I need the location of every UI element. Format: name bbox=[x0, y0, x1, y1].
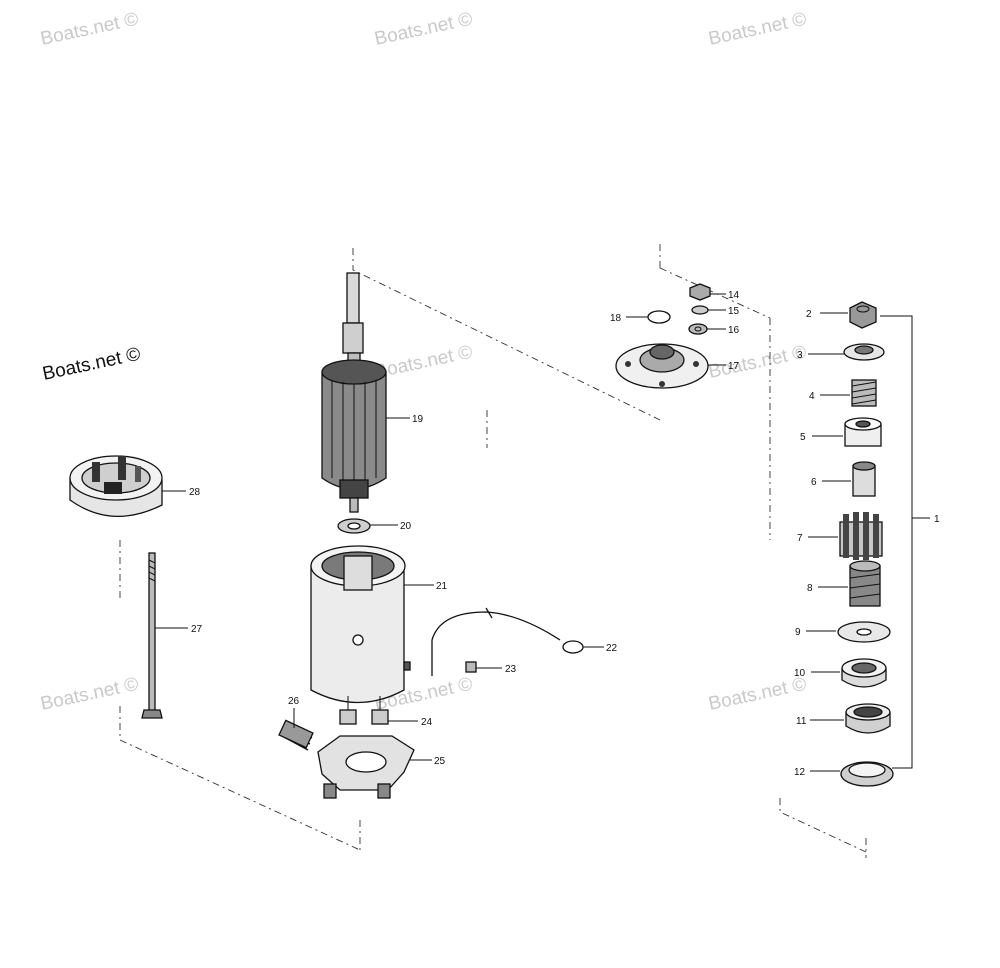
callout-17: 17 bbox=[728, 361, 740, 372]
part-16-washer bbox=[688, 323, 708, 335]
callout-15: 15 bbox=[728, 306, 740, 317]
part-5-collar bbox=[844, 417, 882, 447]
part-2-nut bbox=[849, 301, 877, 329]
part-17-end-plate bbox=[615, 343, 709, 389]
part-14-nut bbox=[689, 283, 711, 301]
callout-1: 1 bbox=[934, 514, 940, 525]
callout-19: 19 bbox=[412, 414, 424, 425]
part-23-nut bbox=[465, 661, 477, 673]
callout-21: 21 bbox=[436, 581, 448, 592]
part-26-brush-spring bbox=[278, 719, 314, 751]
callout-5: 5 bbox=[800, 432, 806, 443]
part-22-ground-cable bbox=[431, 607, 584, 676]
part-10-cup bbox=[841, 658, 887, 688]
callout-22: 22 bbox=[606, 643, 618, 654]
watermark: Boats.net © bbox=[707, 342, 809, 383]
part-21-frame-housing bbox=[310, 545, 411, 704]
part-15-lock-washer bbox=[691, 305, 709, 315]
part-25-brush-plate bbox=[317, 735, 415, 799]
callout-23: 23 bbox=[505, 664, 517, 675]
callout-16: 16 bbox=[728, 325, 740, 336]
leader-lines bbox=[155, 293, 851, 772]
callout-10: 10 bbox=[794, 668, 806, 679]
part-27-through-bolt bbox=[141, 552, 163, 719]
callout-7: 7 bbox=[797, 533, 803, 544]
part-24-brushes bbox=[339, 696, 389, 725]
callout-6: 6 bbox=[811, 477, 817, 488]
part-4-spring bbox=[851, 379, 877, 407]
part-18-o-ring bbox=[647, 310, 671, 324]
watermark: Boats.net © bbox=[373, 342, 475, 383]
callout-25: 25 bbox=[434, 756, 446, 767]
callout-18: 18 bbox=[610, 313, 622, 324]
part-6-sleeve bbox=[852, 461, 876, 497]
callout-26: 26 bbox=[288, 696, 300, 707]
watermark: Boats.net © bbox=[707, 674, 809, 715]
callout-24: 24 bbox=[421, 717, 433, 728]
callout-12: 12 bbox=[794, 767, 806, 778]
callout-14: 14 bbox=[728, 290, 740, 301]
callout-2: 2 bbox=[806, 309, 812, 320]
part-7-pinion-gear bbox=[839, 512, 883, 560]
part-20-thrust-washer bbox=[337, 518, 371, 534]
part-8-drive-spring bbox=[849, 560, 881, 607]
callout-8: 8 bbox=[807, 583, 813, 594]
watermark-dark: Boats.net © bbox=[41, 344, 143, 385]
callout-3: 3 bbox=[797, 350, 803, 361]
callout-labels: 1 2 3 4 5 6 7 8 9 10 11 12 14 15 16 17 1… bbox=[189, 290, 940, 778]
callout-9: 9 bbox=[795, 627, 801, 638]
callout-27: 27 bbox=[191, 624, 203, 635]
construction-lines bbox=[119, 244, 867, 858]
callout-28: 28 bbox=[189, 487, 201, 498]
part-19-armature bbox=[321, 272, 387, 513]
callout-4: 4 bbox=[809, 391, 815, 402]
part-11-collar bbox=[845, 703, 891, 734]
part-3-washer bbox=[843, 343, 885, 361]
watermark: Boats.net © bbox=[373, 9, 475, 50]
part-12-stop-washer bbox=[840, 761, 894, 787]
watermark: Boats.net © bbox=[707, 9, 809, 50]
part-1-assembly-bracket bbox=[880, 315, 930, 769]
part-28-end-cap bbox=[69, 455, 163, 518]
callout-11: 11 bbox=[796, 716, 807, 727]
watermark: Boats.net © bbox=[39, 674, 141, 715]
callout-20: 20 bbox=[400, 521, 412, 532]
watermark: Boats.net © bbox=[39, 9, 141, 50]
part-9-washer bbox=[837, 621, 891, 643]
